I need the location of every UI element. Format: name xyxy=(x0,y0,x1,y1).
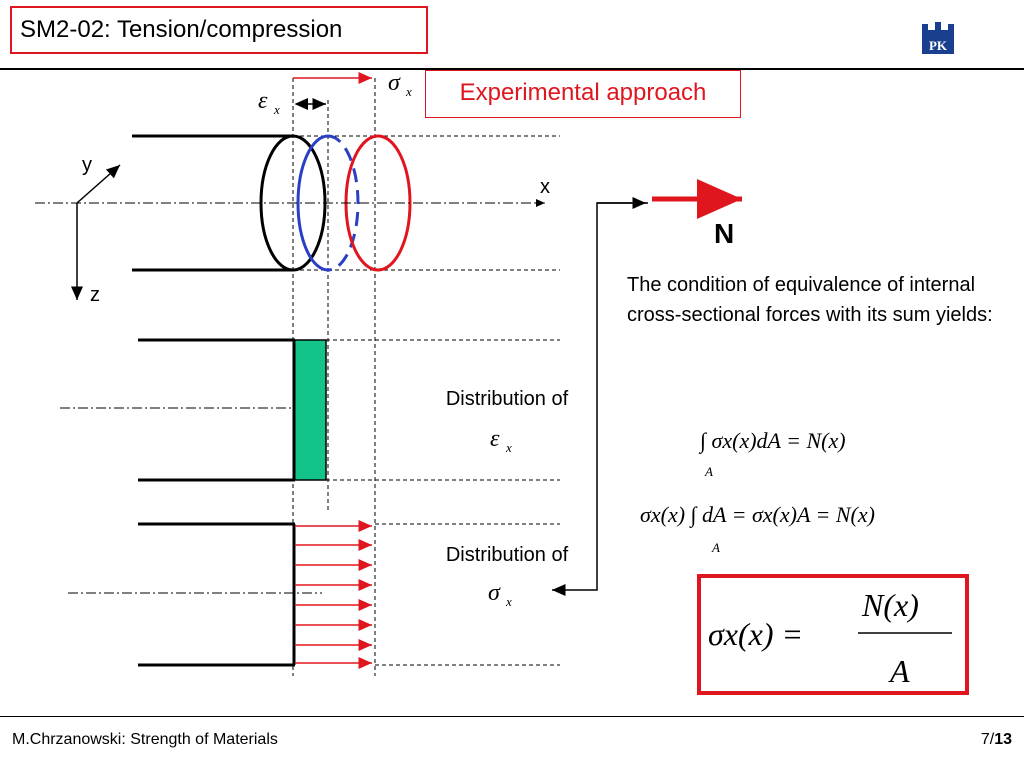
sigma-subscript-top: x xyxy=(405,84,412,99)
equation-integral-1: ∫ σx(x)dA = N(x) xyxy=(698,428,846,454)
strain-block xyxy=(293,339,327,481)
equation-integral-2: σx(x) ∫ dA = σx(x)A = N(x) xyxy=(640,502,875,528)
stress-distribution xyxy=(68,520,372,669)
sigma-subscript-dist: x xyxy=(505,594,512,609)
university-logo: PK xyxy=(922,22,954,54)
equation-integral-1-lower: A xyxy=(704,464,713,479)
footer-divider xyxy=(0,716,1024,717)
sigma-symbol-top: σ xyxy=(388,70,401,96)
page-number: 7/13 xyxy=(981,731,1012,749)
result-lhs: σx(x) = xyxy=(708,616,803,652)
y-axis-label: y xyxy=(82,154,92,176)
result-numerator: N(x) xyxy=(861,587,919,623)
strain-distribution-label: Distribution of xyxy=(445,388,569,410)
guide-lines xyxy=(292,78,560,676)
epsilon-subscript-top: x xyxy=(273,102,280,117)
page-total: 13 xyxy=(994,731,1012,748)
epsilon-subscript-dist: x xyxy=(505,440,512,455)
force-label: N xyxy=(714,218,735,249)
equation-integral-2-lower: A xyxy=(711,540,720,555)
epsilon-symbol-top: ε xyxy=(258,88,268,114)
z-axis-label: z xyxy=(90,284,100,306)
y-axis xyxy=(76,164,121,204)
sigma-symbol-dist: σ xyxy=(488,580,501,606)
footer-author: M.Chrzanowski: Strength of Materials xyxy=(12,731,278,748)
epsilon-symbol-dist: ε xyxy=(490,426,500,452)
logo-text: PK xyxy=(929,38,948,53)
x-axis-label: x xyxy=(540,176,550,198)
result-box xyxy=(697,574,969,695)
result-denominator: A xyxy=(888,653,910,689)
slide-title: SM2-02: Tension/compression xyxy=(10,6,428,54)
stress-distribution-label: Distribution of xyxy=(445,544,569,566)
page-current: 7/ xyxy=(980,731,995,748)
section-subtitle: Experimental approach xyxy=(425,70,741,118)
strain-distribution xyxy=(60,338,327,482)
strained-cross-section-front xyxy=(296,134,329,272)
header-divider xyxy=(0,68,1024,70)
condition-text: The condition of equivalence of internal… xyxy=(627,274,993,326)
